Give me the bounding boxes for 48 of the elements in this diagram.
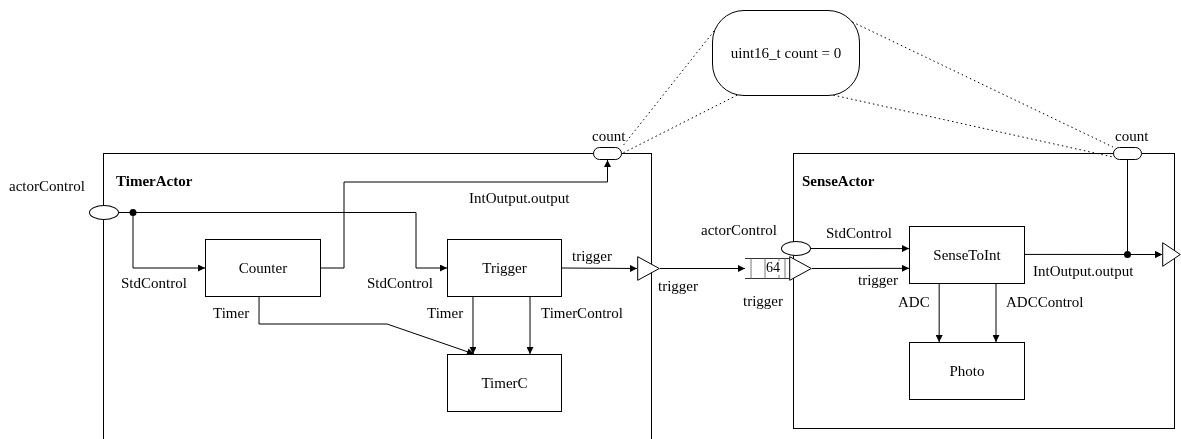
port-label: actorControl: [701, 223, 777, 238]
edge-label: ADC: [897, 295, 931, 310]
component-box: [205, 239, 321, 297]
edge-label: StdControl: [366, 276, 434, 291]
edge-label: Timer: [426, 306, 465, 321]
connector-arrow: [992, 283, 1000, 343]
connector-arrow: [935, 283, 943, 343]
connector-arrow: [526, 296, 534, 355]
queue-size: 64: [766, 261, 780, 275]
connector-arrow: [659, 265, 746, 272]
component-box: [909, 226, 1025, 284]
edge-label: TimerControl: [540, 306, 624, 321]
edge-label: StdControl: [120, 276, 188, 291]
connector-arrow: [469, 296, 477, 355]
connector-arrow: [320, 159, 611, 269]
component-box: [447, 239, 562, 297]
shared-variable-box: [712, 10, 860, 96]
edge-label: trigger: [857, 273, 899, 288]
port-label: actorControl: [9, 179, 85, 194]
edge-label: StdControl: [825, 226, 893, 241]
connector-arrow: [811, 264, 910, 272]
edge-label: trigger: [571, 249, 613, 264]
component-box: [909, 342, 1025, 400]
edge-label: Timer: [212, 306, 251, 321]
edge-label: ADCControl: [1005, 295, 1085, 310]
dotted-link: [621, 94, 738, 154]
component-name: Trigger: [481, 260, 528, 276]
component-name: Counter: [237, 260, 289, 276]
connector-arrow: [561, 264, 638, 272]
port-label: count: [1115, 129, 1149, 144]
edge-label: IntOutput.output: [468, 191, 571, 206]
component-title: TimerActor: [116, 174, 193, 189]
component-name: Photo: [948, 363, 986, 379]
component-name: SenseToInt: [932, 247, 1002, 263]
connector-arrow: [258, 296, 475, 356]
variable-declaration: uint16_t count = 0: [729, 45, 843, 61]
connector-arrow: [810, 245, 910, 253]
component-title: SenseActor: [802, 174, 875, 189]
component-box: [793, 153, 1175, 429]
edge-label: IntOutput.output: [1032, 264, 1135, 279]
queue-symbol: [745, 258, 789, 279]
output-port-triangle: [1162, 242, 1181, 267]
port-label: count: [592, 129, 626, 144]
component-box: [447, 354, 562, 412]
connector-arrow: [1127, 159, 1163, 258]
component-name: TimerC: [480, 375, 529, 391]
port-label: trigger: [658, 279, 698, 294]
port-label: trigger: [743, 294, 783, 309]
